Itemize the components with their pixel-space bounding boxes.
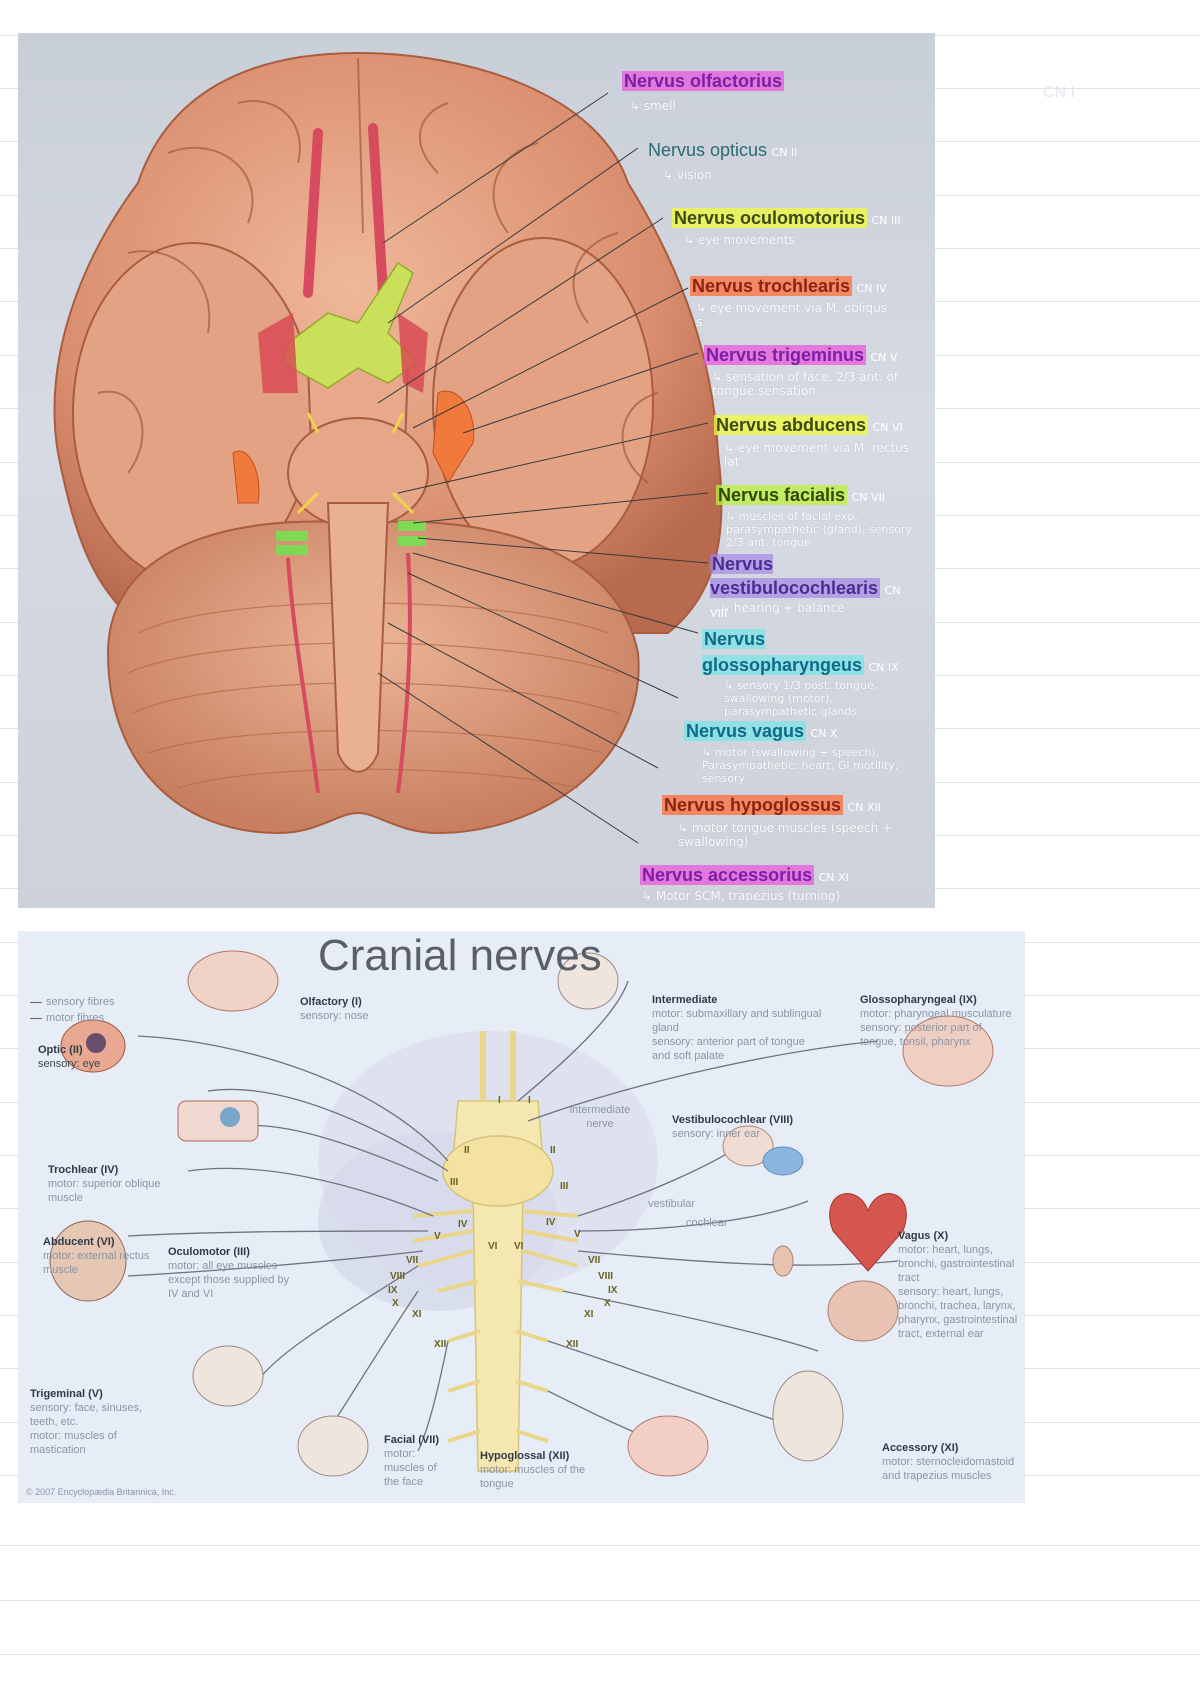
roman-IV-left: IV bbox=[458, 1219, 468, 1230]
label-abducent: Abducent (VI)motor: external rectus musc… bbox=[43, 1236, 150, 1276]
label-hypoglossus: Nervus hypoglossus CN XII bbox=[662, 795, 881, 815]
roman-V-right: V bbox=[574, 1229, 581, 1240]
note-opticus: ↳ vision bbox=[663, 168, 712, 182]
roman-XI-left: XI bbox=[412, 1309, 422, 1320]
roman-VI-left: VI bbox=[488, 1241, 498, 1252]
roman-X-left: X bbox=[392, 1298, 399, 1309]
roman-XII-left: XII bbox=[434, 1339, 447, 1350]
label-facialis: Nervus facialis CN VII bbox=[716, 485, 885, 505]
roman-XII-right: XII bbox=[566, 1339, 579, 1350]
roman-IV-right: IV bbox=[546, 1217, 556, 1228]
note-olfactorius: ↳ smell bbox=[630, 99, 676, 113]
label-accessory: Accessory (XI)motor: sternocleidomastoid… bbox=[882, 1442, 1015, 1482]
note-hypoglossus: ↳ motor tongue muscles (speech + swallow… bbox=[678, 821, 893, 849]
roman-II-left: II bbox=[464, 1145, 470, 1156]
label-trigeminus: Nervus trigeminus CN V bbox=[704, 345, 898, 365]
note-abducens: ↳ eye movement via M. rectus lat bbox=[724, 441, 910, 469]
label-optic: Optic (II)sensory: eye bbox=[38, 1044, 101, 1070]
note-facialis: ↳ muscles of facial exp, parasympathetic… bbox=[726, 510, 912, 549]
label-glossopharyngeus: Nervus glossopharyngeus CN IX bbox=[702, 629, 899, 675]
note-vestibulocochlearis: ↳ hearing + balance bbox=[720, 601, 845, 615]
label-trochlear: Trochlear (IV)motor: superior oblique mu… bbox=[48, 1164, 161, 1204]
brain-base-figure: Nervus olfactorius ↳ smell Nervus opticu… bbox=[18, 33, 935, 908]
copyright: © 2007 Encyclopædia Britannica, Inc. bbox=[26, 1487, 177, 1497]
label-olfactory: Olfactory (I)sensory: nose bbox=[300, 996, 369, 1022]
label-vestibulocochlear: Vestibulocochlear (VIII)sensory: inner e… bbox=[672, 1114, 794, 1140]
roman-VIII-left: VIII bbox=[390, 1271, 406, 1282]
label-trochlearis: Nervus trochlearis CN IV bbox=[690, 276, 887, 296]
roman-IX-right: IX bbox=[608, 1285, 618, 1296]
label-oculomotorius: Nervus oculomotorius CN III bbox=[672, 208, 901, 228]
label-hypoglossal: Hypoglossal (XII)motor: muscles of the t… bbox=[480, 1450, 586, 1490]
roman-VIII-right: VIII bbox=[598, 1271, 614, 1282]
label-olfactorius: Nervus olfactorius bbox=[622, 71, 785, 91]
note-accessorius: ↳ Motor SCM, trapezius (turning) bbox=[642, 889, 841, 903]
brain-illustration bbox=[53, 51, 723, 844]
cranial-nerves-figure: Cranial nerves sensory fibres motor fibr… bbox=[18, 931, 1025, 1503]
label-abducens: Nervus abducens CN VI bbox=[714, 415, 903, 435]
note-glossopharyngeus: ↳ sensory 1/3 post. tongue, swallowing (… bbox=[724, 679, 878, 718]
label-oculomotor: Oculomotor (III)motor: all eye muscles e… bbox=[168, 1246, 290, 1300]
roman-VII-left: VII bbox=[406, 1255, 419, 1266]
roman-II-right: II bbox=[550, 1145, 556, 1156]
cranial-nerves-illustration bbox=[49, 950, 994, 1477]
label-trigeminal: Trigeminal (V)sensory: face, sinuses, te… bbox=[30, 1388, 142, 1456]
label-vagus: Vagus (X)motor: heart, lungs, bronchi, g… bbox=[898, 1230, 1018, 1340]
label-opticus: Nervus opticus CN II bbox=[648, 140, 798, 160]
roman-XI-right: XI bbox=[584, 1309, 594, 1320]
roman-I-right: I bbox=[528, 1095, 531, 1106]
legend-sensory: sensory fibres bbox=[30, 995, 114, 1009]
label-vestibular: vestibular bbox=[648, 1198, 696, 1210]
label-vagus: Nervus vagus CN X bbox=[684, 721, 838, 741]
ghost-note: CN I bbox=[1043, 84, 1075, 101]
note-trochlearis: ↳ eye movement via M. obliqus s bbox=[696, 301, 887, 329]
label-glossopharyngeal: Glossopharyngeal (IX)motor: pharyngeal m… bbox=[860, 994, 1012, 1048]
roman-VII-right: VII bbox=[588, 1255, 601, 1266]
note-oculomotorius: ↳ eye movements bbox=[684, 233, 795, 247]
label-accessorius: Nervus accessorius CN XI bbox=[640, 865, 849, 885]
roman-V-left: V bbox=[434, 1231, 441, 1242]
label-vestibulocochlearis: Nervus vestibulocochlearis CN VIII bbox=[710, 554, 901, 620]
roman-IX-left: IX bbox=[388, 1285, 398, 1296]
legend-motor: motor fibres bbox=[30, 1011, 104, 1025]
label-facial: Facial (VII)motor: muscles of the face bbox=[384, 1434, 440, 1488]
roman-I-left: I bbox=[498, 1095, 501, 1106]
roman-VI-right: VI bbox=[514, 1241, 524, 1252]
note-vagus: ↳ motor (swallowing + speech), Parasympa… bbox=[702, 746, 899, 785]
note-trigeminus: ↳ sensation of face, 2/3 ant. of tongue … bbox=[712, 370, 899, 398]
figure-title: Cranial nerves bbox=[318, 931, 602, 980]
label-cochlear: cochlear bbox=[686, 1217, 728, 1229]
roman-X-right: X bbox=[604, 1298, 611, 1309]
roman-III-left: III bbox=[450, 1177, 459, 1188]
label-intermediate-nerve: intermediate nerve bbox=[569, 1104, 631, 1130]
roman-III-right: III bbox=[560, 1181, 569, 1192]
